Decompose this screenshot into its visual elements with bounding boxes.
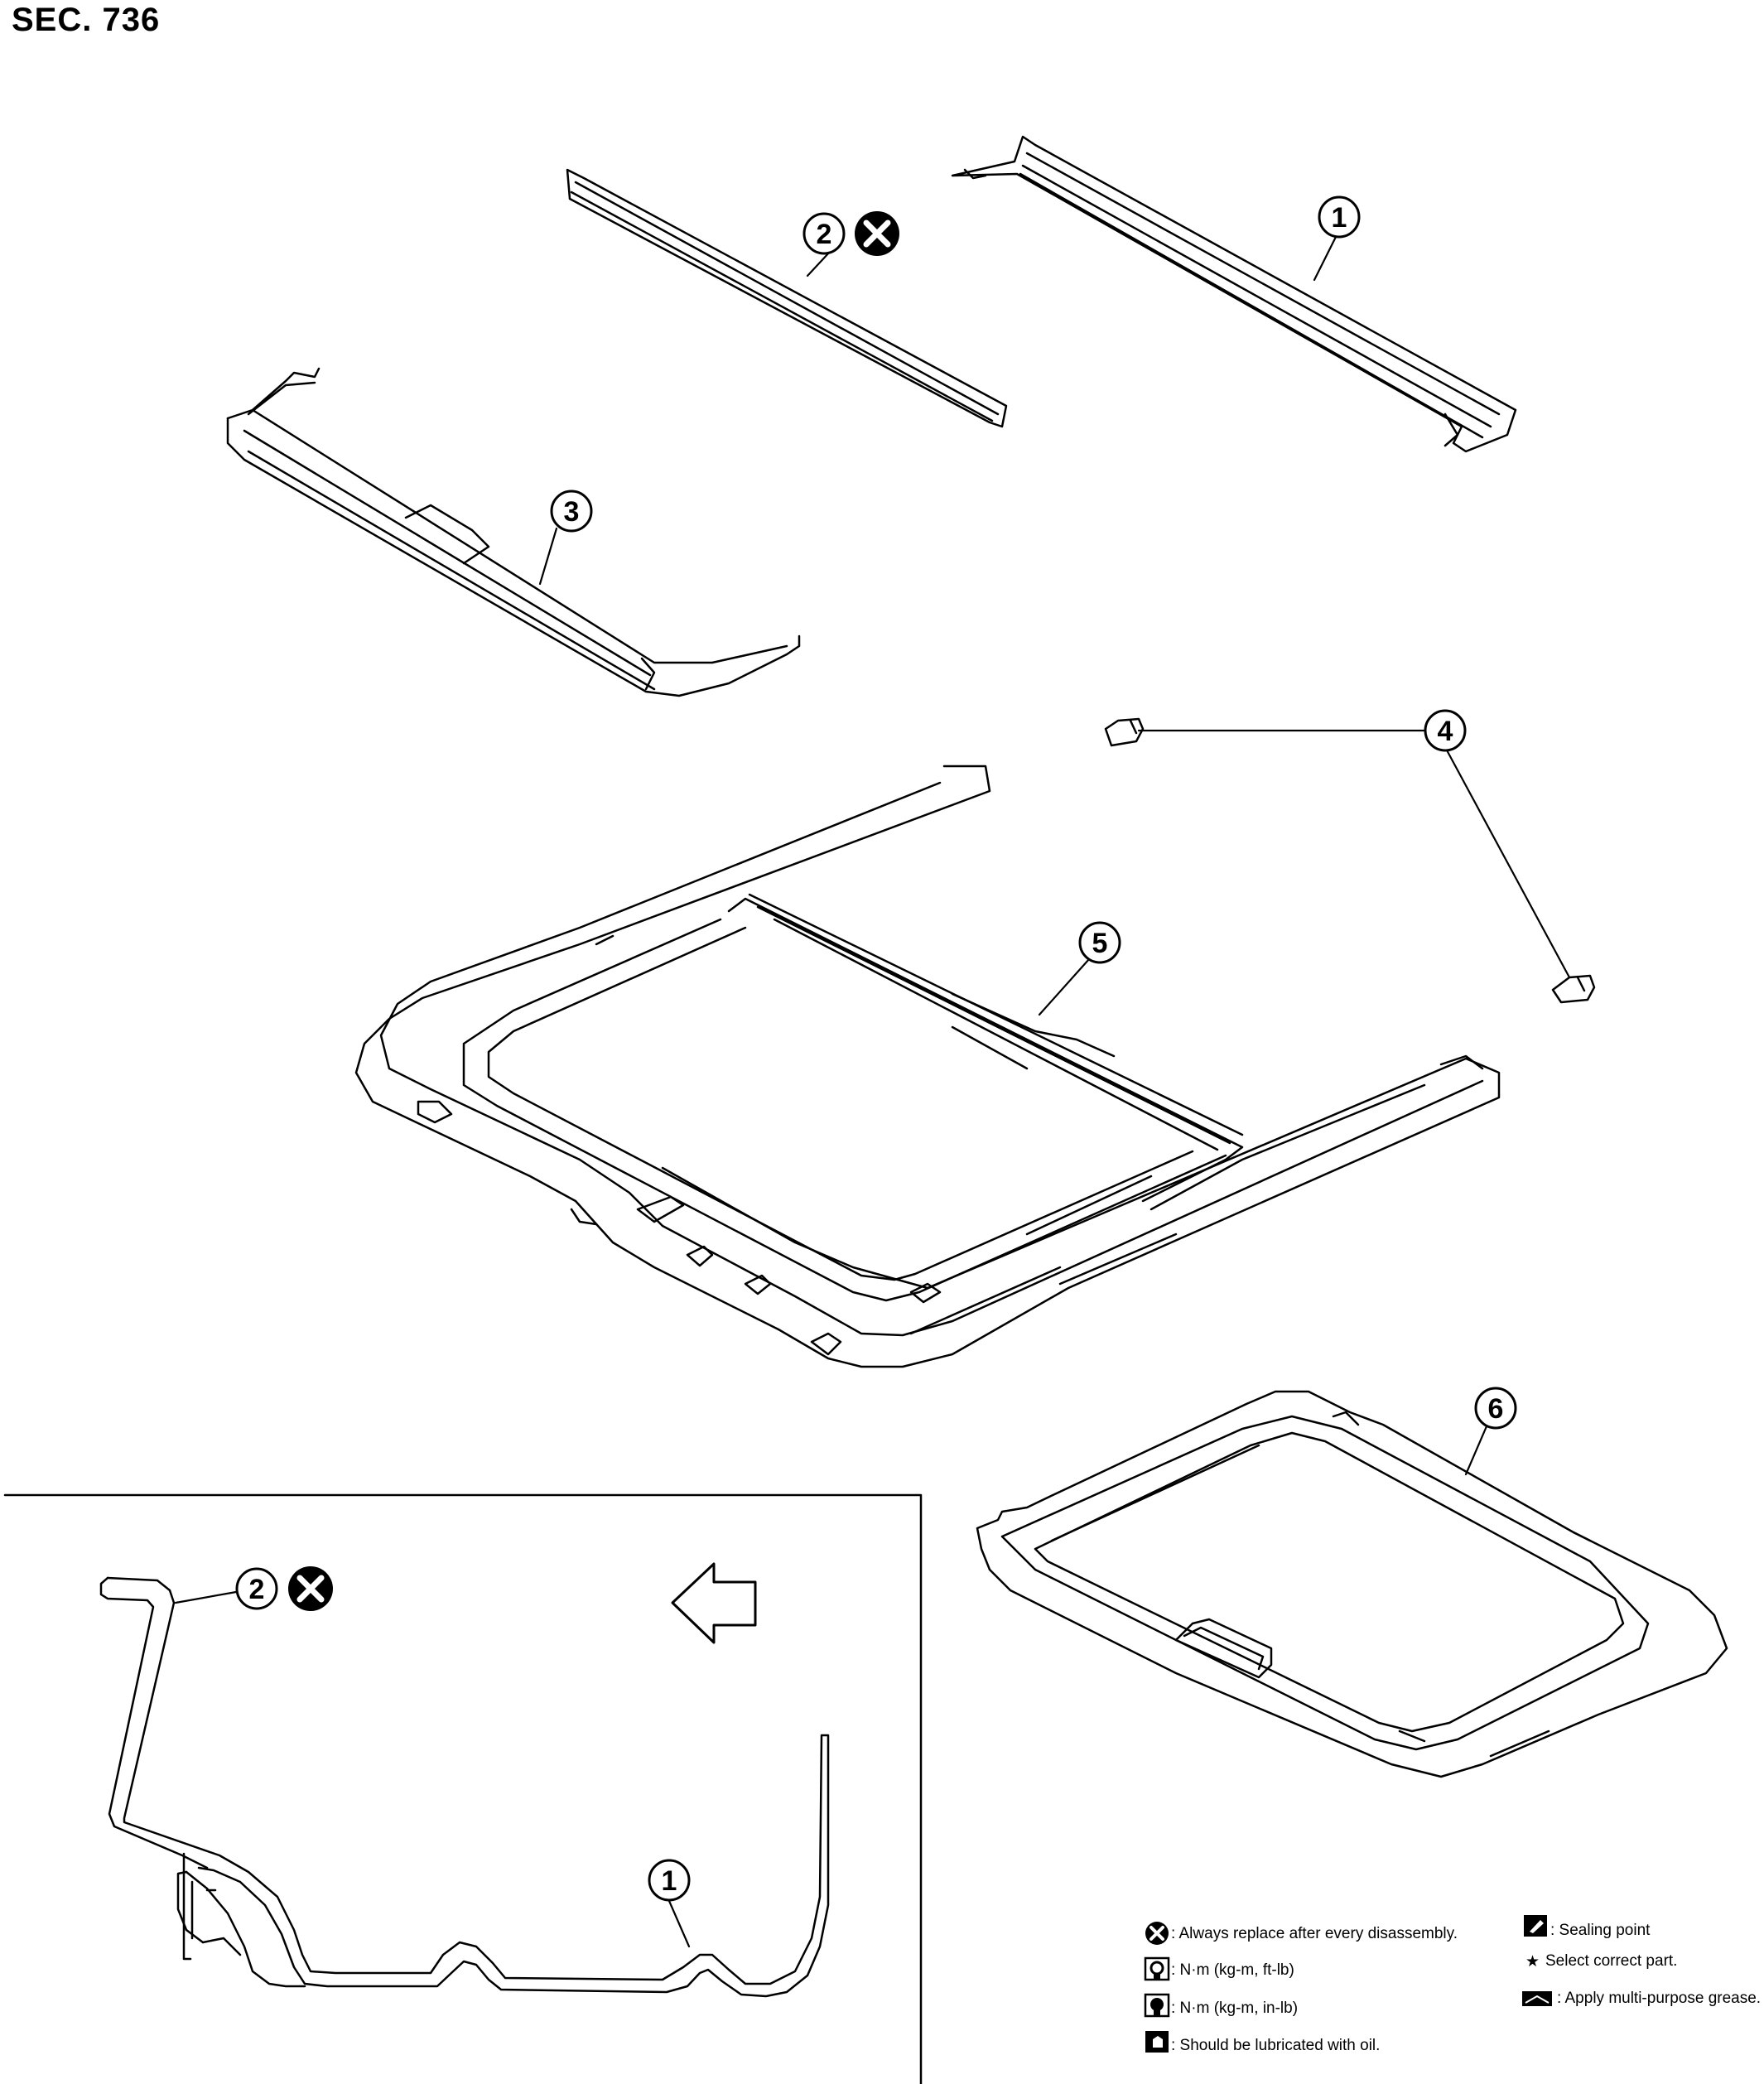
x-circle-icon bbox=[1145, 1922, 1169, 1945]
callout-5: 5 bbox=[1078, 921, 1121, 964]
leader-lines bbox=[174, 232, 1571, 1948]
callout-6: 6 bbox=[1474, 1387, 1517, 1430]
legend-grease-text: : Apply multi-purpose grease. bbox=[1557, 1990, 1761, 2007]
detail-box-border bbox=[3, 1493, 923, 2084]
oil-can-icon bbox=[1145, 2031, 1169, 2053]
sealing-icon bbox=[1524, 1915, 1547, 1937]
legend-oil: : Should be lubricated with oil. bbox=[1145, 2031, 1380, 2054]
callouts: 1 2 3 4 5 6 2 bbox=[235, 195, 1517, 1902]
part-5-sunroof-frame bbox=[354, 765, 1501, 1368]
part-4-clips bbox=[1104, 717, 1596, 1004]
callout-3: 3 bbox=[550, 490, 593, 533]
torque-wrench-icon bbox=[1144, 1993, 1170, 2018]
grease-icon bbox=[1522, 1991, 1552, 2006]
section-title: SEC. 736 bbox=[12, 2, 161, 38]
part-2-weatherstrip bbox=[566, 168, 1008, 428]
detail-callout-2-label: 2 bbox=[249, 1574, 265, 1605]
part-1-rear-rail bbox=[951, 135, 1517, 453]
callout-3-label: 3 bbox=[564, 496, 580, 528]
legend-replace-text: : Always replace after every disassembly… bbox=[1171, 1925, 1458, 1942]
star-icon: ★ bbox=[1525, 1953, 1540, 1971]
legend-sealing: : Sealing point bbox=[1524, 1915, 1651, 1939]
detail-callout-2: 2 bbox=[235, 1566, 333, 1611]
detail-callout-1: 1 bbox=[648, 1859, 691, 1902]
torque-wrench-icon bbox=[1144, 1956, 1170, 1981]
legend-select: ★ Select correct part. bbox=[1525, 1952, 1677, 1971]
legend-nm-ft-text: : N·m (kg-m, ft-lb) bbox=[1171, 1961, 1294, 1979]
legend-sealing-text: : Sealing point bbox=[1550, 1922, 1651, 1939]
legend-replace: : Always replace after every disassembly… bbox=[1145, 1922, 1458, 1945]
legend-nm-in-text: : N·m (kg-m, in-lb) bbox=[1171, 2000, 1298, 2017]
legend-nm-in: : N·m (kg-m, in-lb) bbox=[1144, 1993, 1298, 2018]
legend: : Always replace after every disassembly… bbox=[1144, 1915, 1761, 2054]
legend-nm-ft: : N·m (kg-m, ft-lb) bbox=[1144, 1956, 1294, 1981]
callout-6-label: 6 bbox=[1488, 1393, 1504, 1425]
callout-2: 2 bbox=[802, 211, 899, 256]
callout-5-label: 5 bbox=[1092, 928, 1108, 959]
left-arrow-icon bbox=[671, 1562, 757, 1644]
legend-grease: : Apply multi-purpose grease. bbox=[1522, 1990, 1761, 2007]
x-circle-icon bbox=[855, 211, 899, 256]
legend-select-text: Select correct part. bbox=[1545, 1952, 1677, 1970]
callout-4: 4 bbox=[1424, 709, 1467, 752]
part-6-glass-lid bbox=[976, 1390, 1728, 1778]
callout-4-label: 4 bbox=[1438, 716, 1453, 747]
callout-2-label: 2 bbox=[817, 219, 832, 250]
callout-1-label: 1 bbox=[1332, 202, 1347, 234]
legend-oil-text: : Should be lubricated with oil. bbox=[1171, 2037, 1380, 2054]
detail-callout-1-label: 1 bbox=[662, 1865, 677, 1897]
callout-1: 1 bbox=[1318, 195, 1361, 239]
detail-cross-section bbox=[99, 1576, 830, 1998]
part-3-front-rail bbox=[226, 367, 801, 697]
x-circle-icon bbox=[288, 1566, 333, 1611]
